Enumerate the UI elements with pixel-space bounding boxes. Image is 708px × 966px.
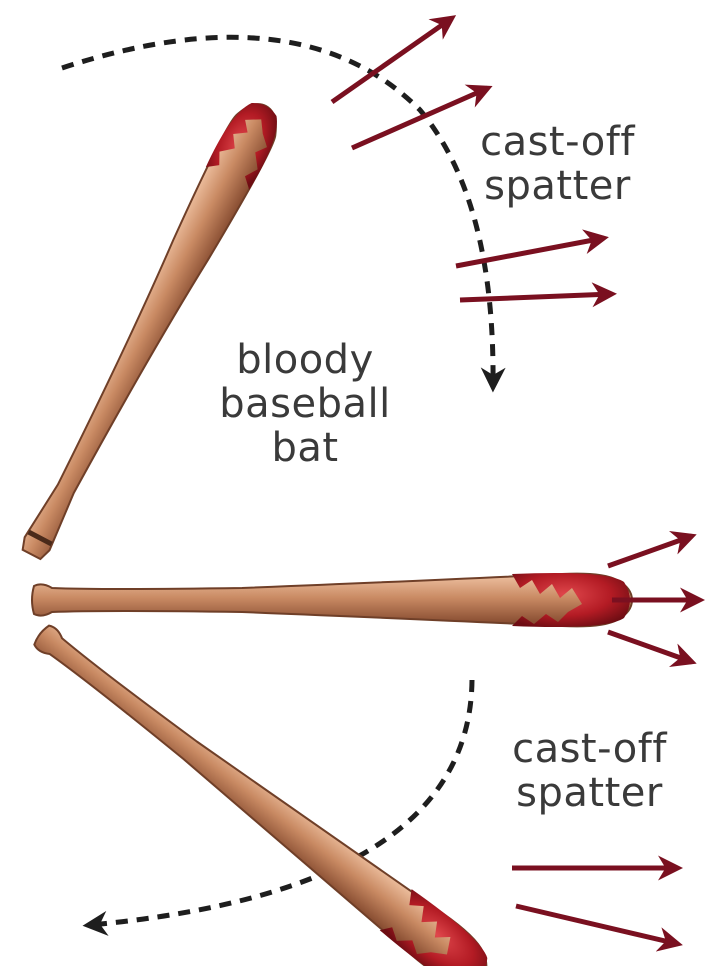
swing-path-top: [62, 37, 493, 385]
spatter-arrows-bottom: [512, 868, 678, 944]
label-bloody-baseball-bat: bloody baseball bat: [190, 338, 420, 470]
label-line: bloody: [190, 338, 420, 382]
label-line: spatter: [450, 164, 665, 208]
bat-upper: [9, 94, 288, 566]
label-line: cast-off: [450, 120, 665, 164]
spatter-arrow: [608, 536, 692, 566]
spatter-arrow: [608, 632, 692, 662]
spatter-arrow: [516, 906, 678, 944]
label-line: baseball: [190, 382, 420, 426]
spatter-arrows-middle: [608, 536, 700, 662]
spatter-arrow: [460, 294, 612, 300]
bat-middle: [32, 573, 632, 627]
label-cast-off-spatter-top: cast-off spatter: [450, 120, 665, 208]
label-line: bat: [190, 426, 420, 470]
label-cast-off-spatter-bottom: cast-off spatter: [482, 727, 697, 815]
label-line: cast-off: [482, 727, 697, 771]
label-line: spatter: [482, 771, 697, 815]
bat-lower: [24, 613, 500, 966]
